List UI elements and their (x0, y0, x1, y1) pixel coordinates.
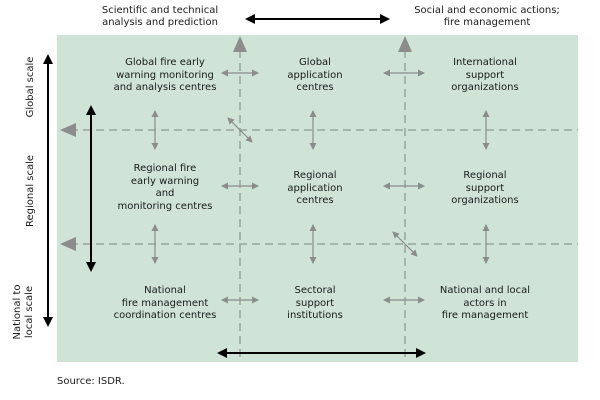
cell-regional-application: Regional application centres (287, 170, 343, 206)
cell-regional-support: Regional support organizations (451, 170, 519, 206)
cell-sectoral-support: Sectoral support institutions (287, 285, 343, 321)
dashed-line-arrowheads (60, 36, 412, 251)
row-label-national: National to local scale (12, 284, 35, 340)
row-label-global: Global scale (25, 56, 36, 118)
row-2-arrowhead (60, 237, 76, 251)
row-label-regional: Regional scale (25, 154, 36, 228)
cell-national-local-actors: National and local actors in fire manage… (439, 285, 531, 321)
small-arrows (151, 69, 490, 304)
column-1-arrowhead (233, 36, 247, 52)
cell-regional-fire-early-warning: Regional fire early warning and monitori… (117, 163, 213, 212)
row-1-arrowhead (60, 123, 76, 137)
cell-global-application: Global application centres (287, 57, 343, 93)
diagram-panel (57, 35, 578, 362)
source-note: Source: ISDR. (57, 376, 125, 387)
big-arrows (43, 14, 426, 358)
column-header-right: Social and economic actions; fire manage… (414, 5, 560, 28)
column-header-left: Scientific and technical analysis and pr… (101, 5, 219, 28)
small-arrow-diagonal (392, 231, 418, 257)
column-2-arrowhead (398, 36, 412, 52)
cell-international-support: International support organizations (451, 57, 519, 93)
cell-national-fire-management: National fire management coordination ce… (113, 285, 217, 321)
small-arrow-diagonal (227, 117, 253, 143)
cell-global-fire-early-warning: Global fire early warning monitoring and… (113, 57, 217, 93)
